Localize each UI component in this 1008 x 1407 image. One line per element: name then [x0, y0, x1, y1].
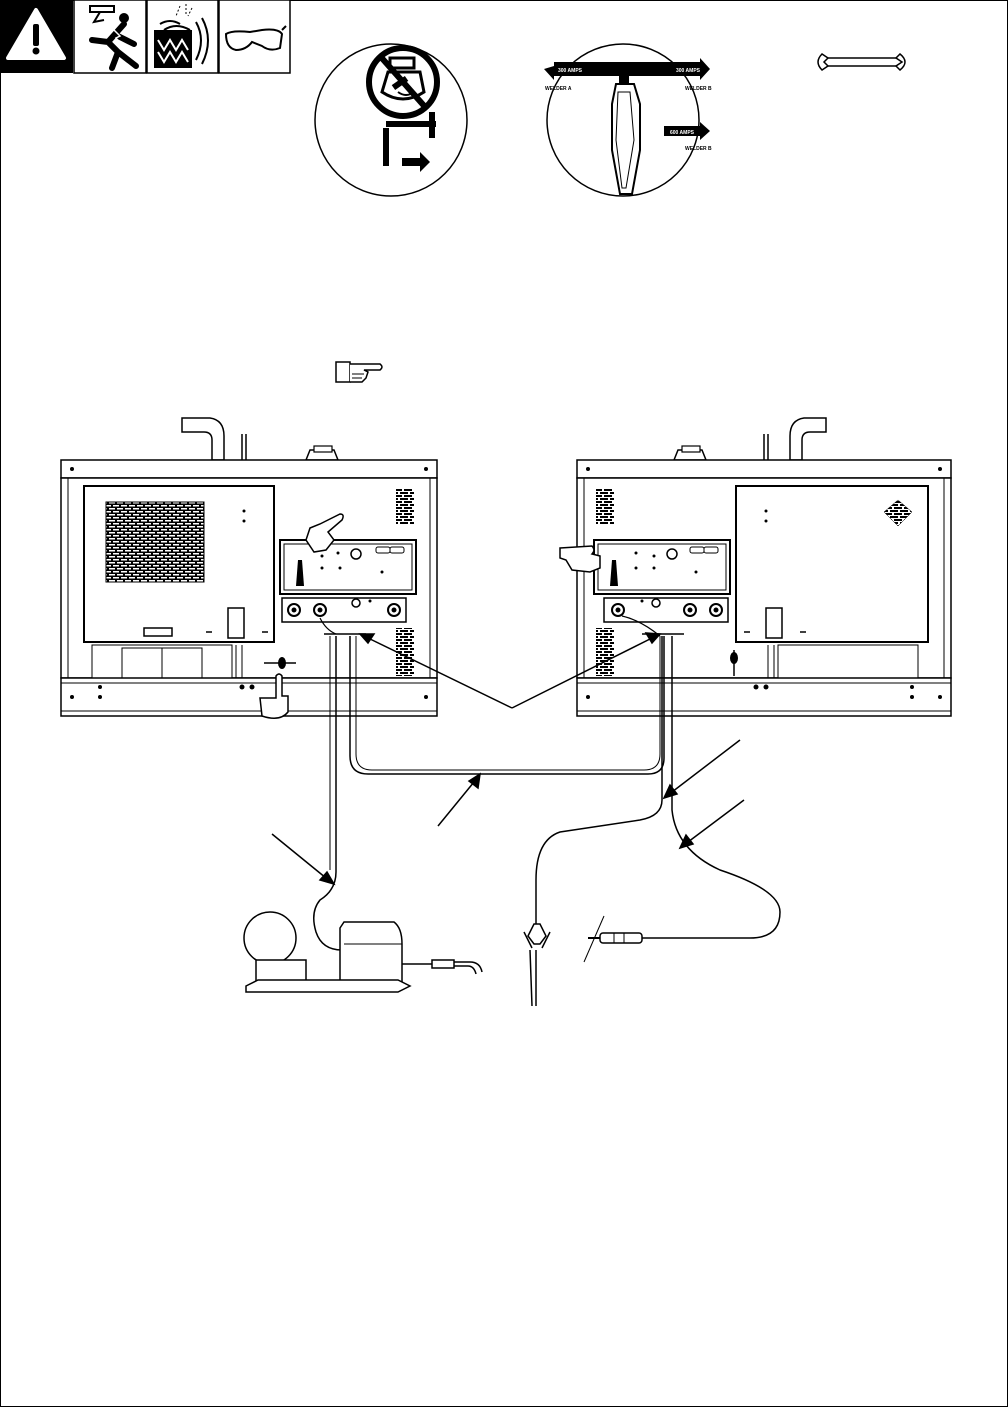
welder-b-bottom-label: WELDER B [685, 146, 712, 152]
wrench-icon [818, 54, 905, 70]
wire-feeder [340, 922, 402, 984]
pointing-hand-icon [560, 546, 600, 572]
warning-triangle-icon [0, 0, 73, 73]
welder-b-label: WELDER B [685, 86, 712, 92]
safety-symbol-strip [0, 0, 290, 73]
wire-spool [244, 912, 306, 984]
engine-off-symbol [315, 44, 467, 196]
mig-gun [402, 960, 482, 974]
amps-single-label: 600 AMPS [670, 130, 695, 136]
welder-a-unit [61, 418, 437, 718]
welder-a-label: WELDER A [545, 86, 572, 92]
amps-right-label: 300 AMPS [676, 68, 701, 74]
work-clamp-icon [524, 924, 550, 1006]
electric-shock-icon [74, 0, 146, 73]
amps-left-label: 300 AMPS [558, 68, 583, 74]
safety-glasses-icon [219, 0, 290, 73]
amps-distribution-symbol: 300 AMPS 300 AMPS WELDER A WELDER B 600 … [544, 44, 712, 196]
pointing-hand-icon [336, 362, 382, 382]
welder-b-unit [560, 418, 951, 716]
hot-parts-icon [147, 0, 218, 73]
